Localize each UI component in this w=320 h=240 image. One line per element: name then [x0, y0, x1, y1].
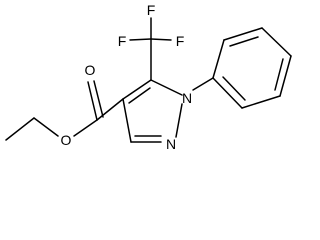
- bond-c4-c5-inner: [128, 87, 151, 104]
- atom-o-carbonyl: O: [85, 62, 96, 78]
- bond-ph-3: [261, 27, 292, 57]
- molecule-drawing: F F F N N O O: [5, 2, 292, 152]
- bond-c-f3: [150, 38, 172, 41]
- atom-o-ether: O: [61, 132, 72, 148]
- structure-canvas: F F F N N O O: [5, 2, 292, 152]
- bond-o-ch2: [33, 117, 59, 137]
- pyrazole-ring: N N: [122, 38, 192, 152]
- bond-ph-4: [279, 55, 292, 97]
- bond-c-o-double-2: [93, 80, 104, 118]
- bond-ph-6: [212, 77, 243, 109]
- bond-c3-c4: [122, 98, 132, 143]
- bond-ph-inner-3: [222, 76, 246, 101]
- bond-ch2-ch3: [5, 117, 35, 141]
- atom-n2: N: [166, 136, 176, 152]
- bond-c5-n1: [150, 79, 183, 96]
- ethyl-ester-group: O O: [5, 62, 124, 148]
- bond-c4-c5: [122, 79, 152, 100]
- bond-c-o-double-1: [87, 81, 98, 121]
- bond-ph-1: [212, 39, 225, 79]
- phenyl-ring: [192, 27, 292, 109]
- atom-f-top: F: [147, 2, 156, 18]
- bond-ph-2: [223, 27, 263, 41]
- bond-ph-5: [241, 95, 281, 109]
- trifluoromethyl-group: F F F: [118, 2, 185, 49]
- bond-n1-n2: [175, 103, 183, 138]
- bond-c-f2: [129, 38, 152, 41]
- bond-ph-inner-1: [229, 36, 259, 47]
- atom-n1: N: [182, 90, 192, 106]
- bond-c-o-single: [73, 119, 98, 137]
- bond-n1-phenyl: [192, 77, 214, 91]
- atom-f-left: F: [118, 33, 127, 49]
- bond-ph-inner-2: [274, 58, 284, 91]
- bond-c4-carbonyl: [96, 98, 124, 121]
- atom-f-right: F: [176, 33, 185, 49]
